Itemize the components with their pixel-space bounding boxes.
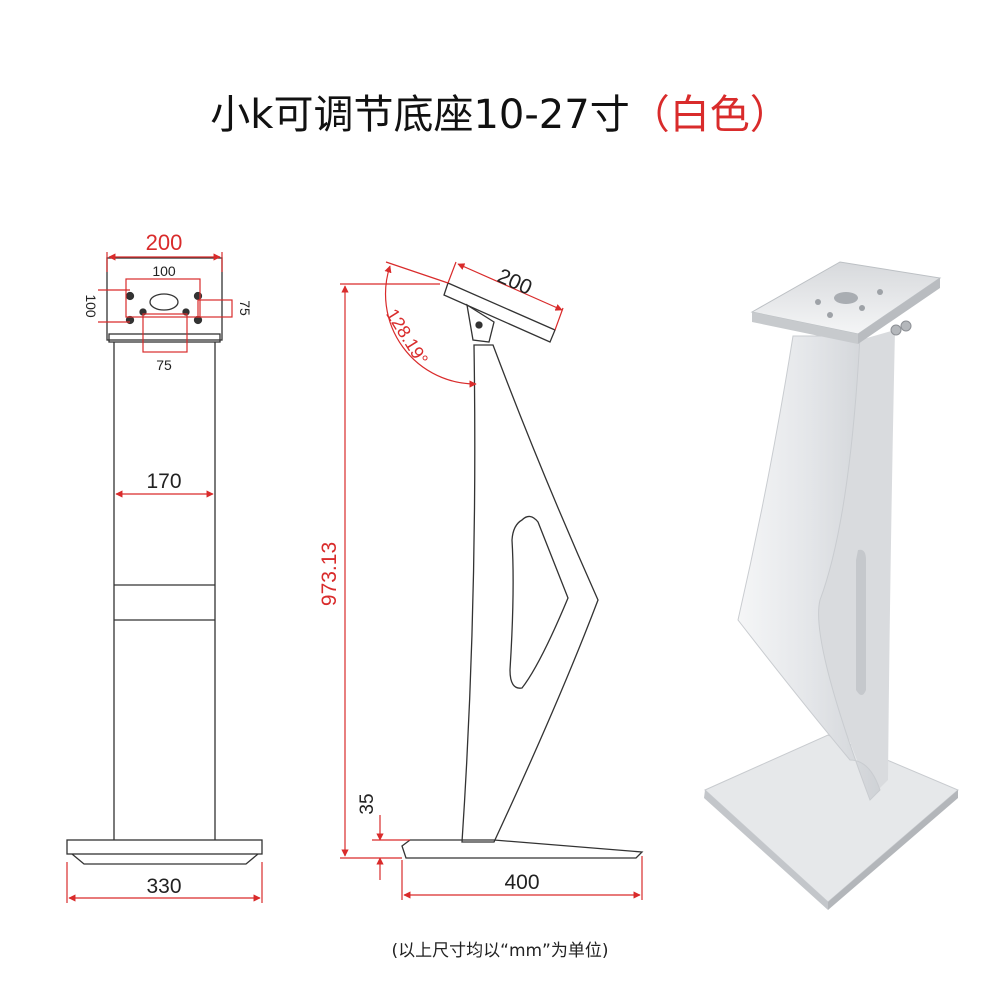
product-knob-icon [900,320,912,332]
side-tilted-plate [443,282,556,343]
dim-base-width: 330 [146,875,181,898]
hinge-bolt-icon [475,321,483,329]
front-base [66,839,263,855]
side-view [401,282,644,859]
mount-hole-icon [125,291,135,301]
product-body-rear [790,330,895,798]
side-dimensions [340,261,643,900]
product-slot [856,549,866,695]
dim-top-plate-width: 200 [146,230,183,255]
dim-hole-spacing-left: 100 [83,294,99,318]
front-dimension-labels: 200 100 100 75 75 170 330 [83,230,253,898]
side-dimension-labels: 200 128.19° 973.13 35 400 [318,264,540,894]
product-hole-icon [859,305,865,311]
product-hole-icon [827,312,833,318]
cable-hole-icon [149,293,179,311]
unit-note: (以上尺寸均以“mm”为单位) [391,941,609,961]
dim-column-width: 170 [146,470,181,493]
dim-hole-spacing-top: 100 [152,263,176,279]
product-body-front [737,335,881,801]
title-accent: （白色） [629,92,790,138]
product-hole-icon [877,289,883,295]
side-base [401,839,644,859]
dim-plate-width: 200 [494,264,535,299]
front-view [66,257,263,865]
product-photo [704,261,959,910]
dim-base-depth: 400 [504,871,539,894]
side-cutout [509,515,569,689]
side-body [461,344,599,843]
dim-total-height: 973.13 [318,542,341,606]
dim-hole-spacing-bottom: 75 [156,357,172,373]
dim-hole-spacing-right: 75 [237,300,253,316]
front-dimensions [66,252,263,903]
page-title: 小k可调节底座10-27寸（白色） [0,82,1000,140]
product-base [704,734,959,903]
product-knob-icon [890,324,902,336]
product-hole-icon [815,299,821,305]
front-top-plate-lip [108,333,221,343]
title-main: 小k可调节底座10-27寸 [210,92,630,138]
product-cable-hole-icon [834,292,858,304]
dim-tilt-angle: 128.19° [382,305,432,368]
dim-base-height: 35 [357,793,378,814]
